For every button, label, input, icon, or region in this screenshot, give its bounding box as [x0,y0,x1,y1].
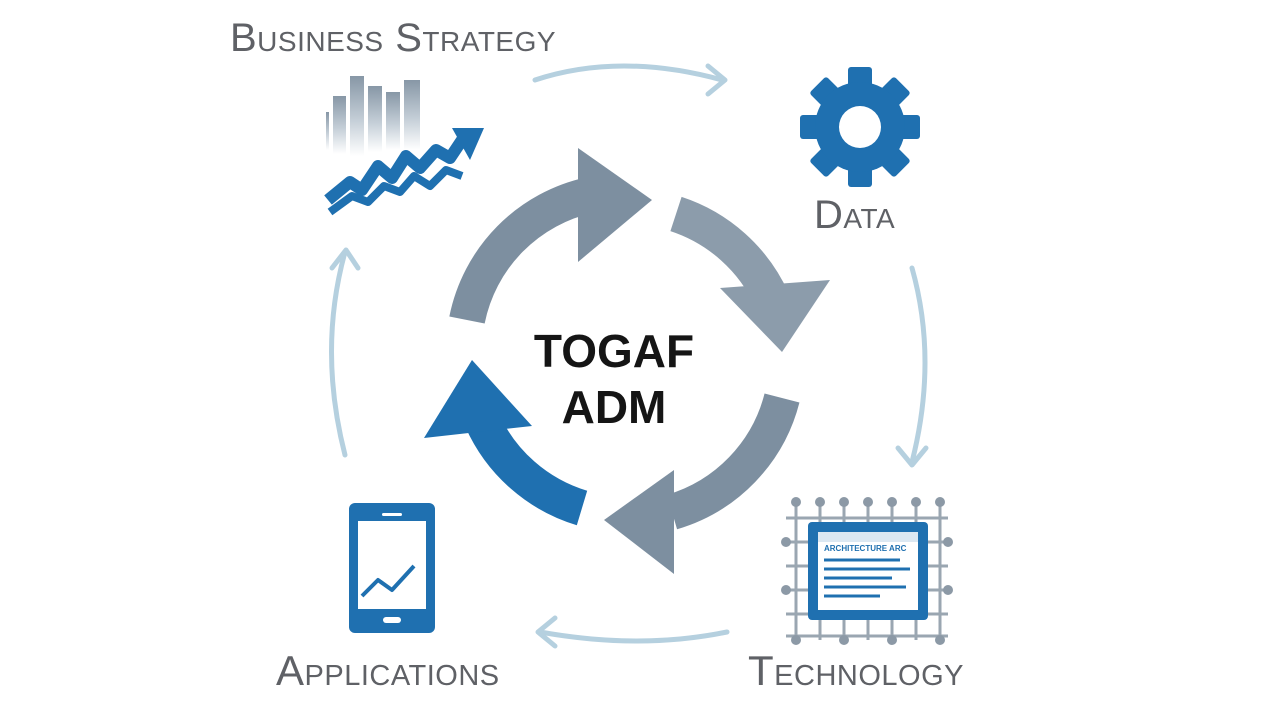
outer-arrow-data-to-technology [909,265,928,465]
center-title-line-2: ADM [561,381,667,433]
inner-arrowhead-top-right [720,280,830,352]
inner-arrowhead-top-left [578,148,652,262]
outer-arrow-applications-to-strategy [329,249,348,458]
outer-arrow-strategy-to-data [532,63,725,83]
center-title-line-1: TOGAF [533,325,695,377]
outer-arrow-technology-to-applications [537,629,730,644]
inner-arrow-bottom-right [666,393,800,530]
inner-arrowhead-bottom-right [604,470,674,574]
tablet-chart-icon [349,503,435,633]
inner-arrow-bottom-left [465,412,588,526]
outer-cycle-arrows [329,63,929,649]
bar-chart-trend-icon [324,76,484,216]
chip-icon: ARCHITECTURE ARC [781,497,953,645]
phase-label-technology: Technology [748,647,964,694]
phase-label-data: Data [814,193,896,237]
inner-cycle-arrows [424,148,830,574]
chip-screen-text: ARCHITECTURE ARC [824,544,907,553]
inner-arrow-top-left [449,177,595,324]
phase-label-applications: Applications [276,647,500,694]
gear-icon [800,67,920,187]
inner-arrowhead-bottom-left [424,360,532,438]
phase-label-business-strategy: Business Strategy [230,16,557,60]
